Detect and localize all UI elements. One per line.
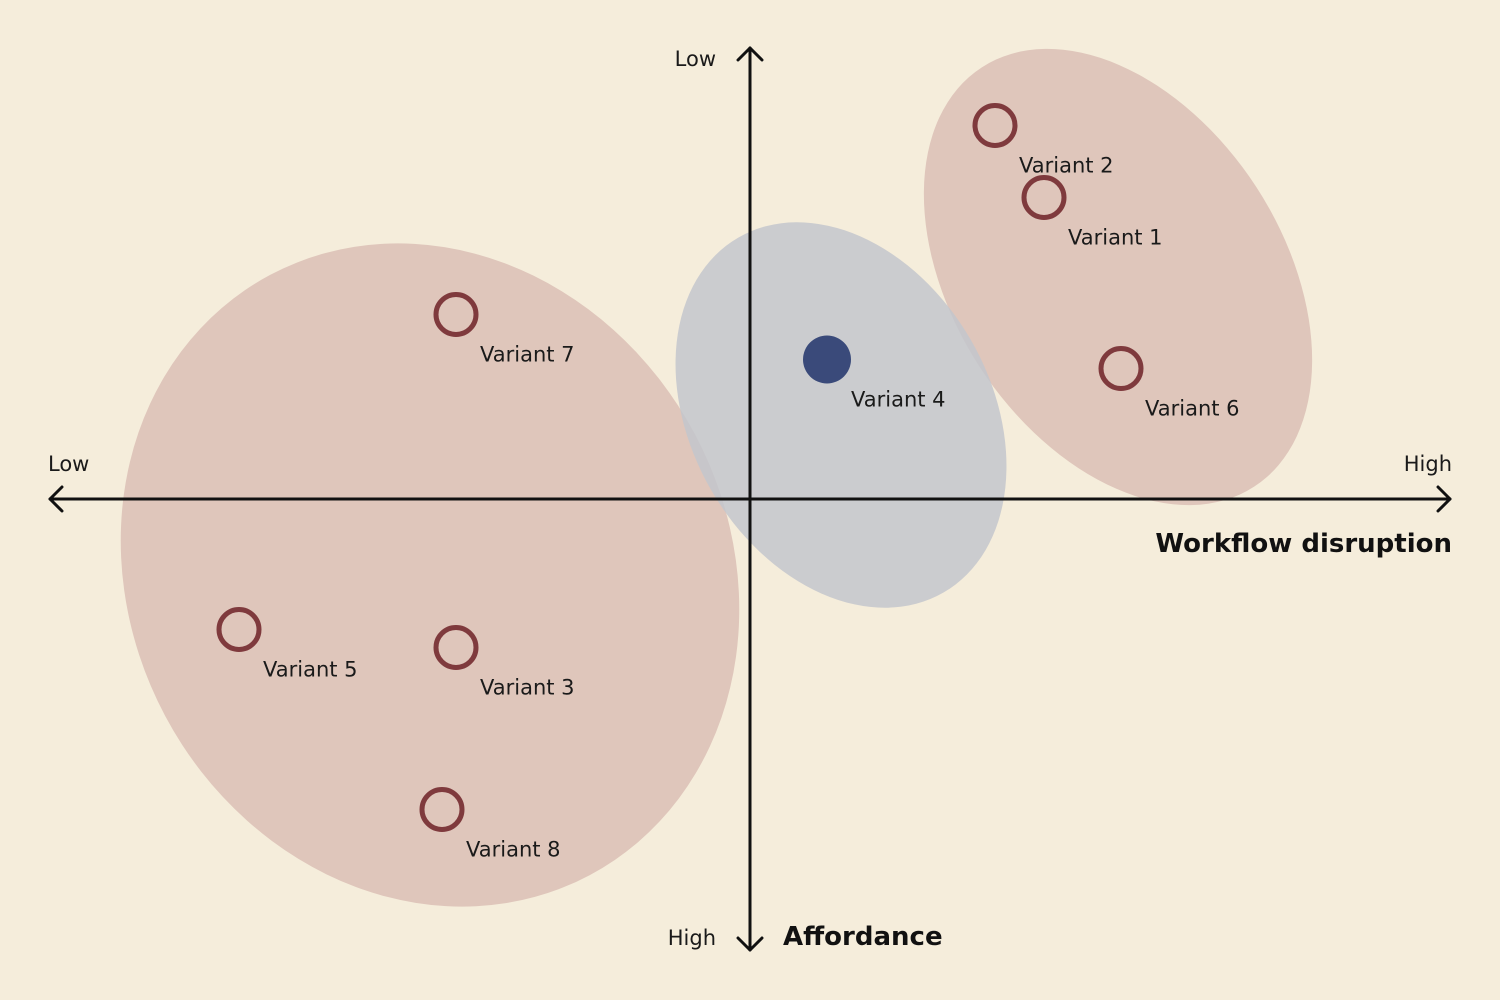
point-variant-6-marker	[1098, 346, 1144, 391]
point-variant-4-filled-marker	[803, 335, 851, 384]
point-variant-1-label: Variant 1	[1068, 226, 1163, 250]
y-axis-high-label: High	[668, 926, 716, 950]
cluster-center	[675, 222, 1007, 608]
points-layer: Variant 2 Variant 1 Variant 6 Variant 7 Vari…	[216, 103, 1240, 862]
cluster-left	[120, 243, 740, 907]
point-variant-5-label: Variant 5	[263, 658, 358, 682]
point-variant-4-label: Variant 4	[851, 388, 946, 412]
point-variant-2-label: Variant 2	[1019, 154, 1114, 178]
x-axis-left-arrow	[48, 485, 64, 513]
y-axis-title: Affordance	[783, 922, 943, 952]
point-variant-8-label: Variant 8	[466, 838, 561, 862]
point-variant-3-marker	[433, 625, 479, 670]
y-axis-top-arrow	[736, 46, 764, 62]
point-variant-7-marker	[433, 292, 479, 337]
axes	[48, 46, 1452, 952]
x-axis-title: Workflow disruption	[1155, 529, 1452, 559]
cluster-right	[923, 48, 1313, 506]
x-axis-right-arrow	[1436, 485, 1452, 513]
point-variant-1-marker	[1021, 175, 1067, 220]
point-variant-5-marker	[216, 607, 262, 652]
x-axis-high-label: High	[1404, 452, 1452, 476]
y-axis-low-label: Low	[675, 47, 716, 71]
point-variant-7-label: Variant 7	[480, 343, 575, 367]
point-variant-2-marker	[972, 103, 1018, 148]
point-variant-8-marker	[419, 787, 465, 832]
y-axis-bottom-arrow	[736, 936, 764, 952]
point-variant-6-label: Variant 6	[1145, 397, 1240, 421]
point-variant-3-label: Variant 3	[480, 676, 575, 700]
x-axis-low-label: Low	[48, 452, 89, 476]
